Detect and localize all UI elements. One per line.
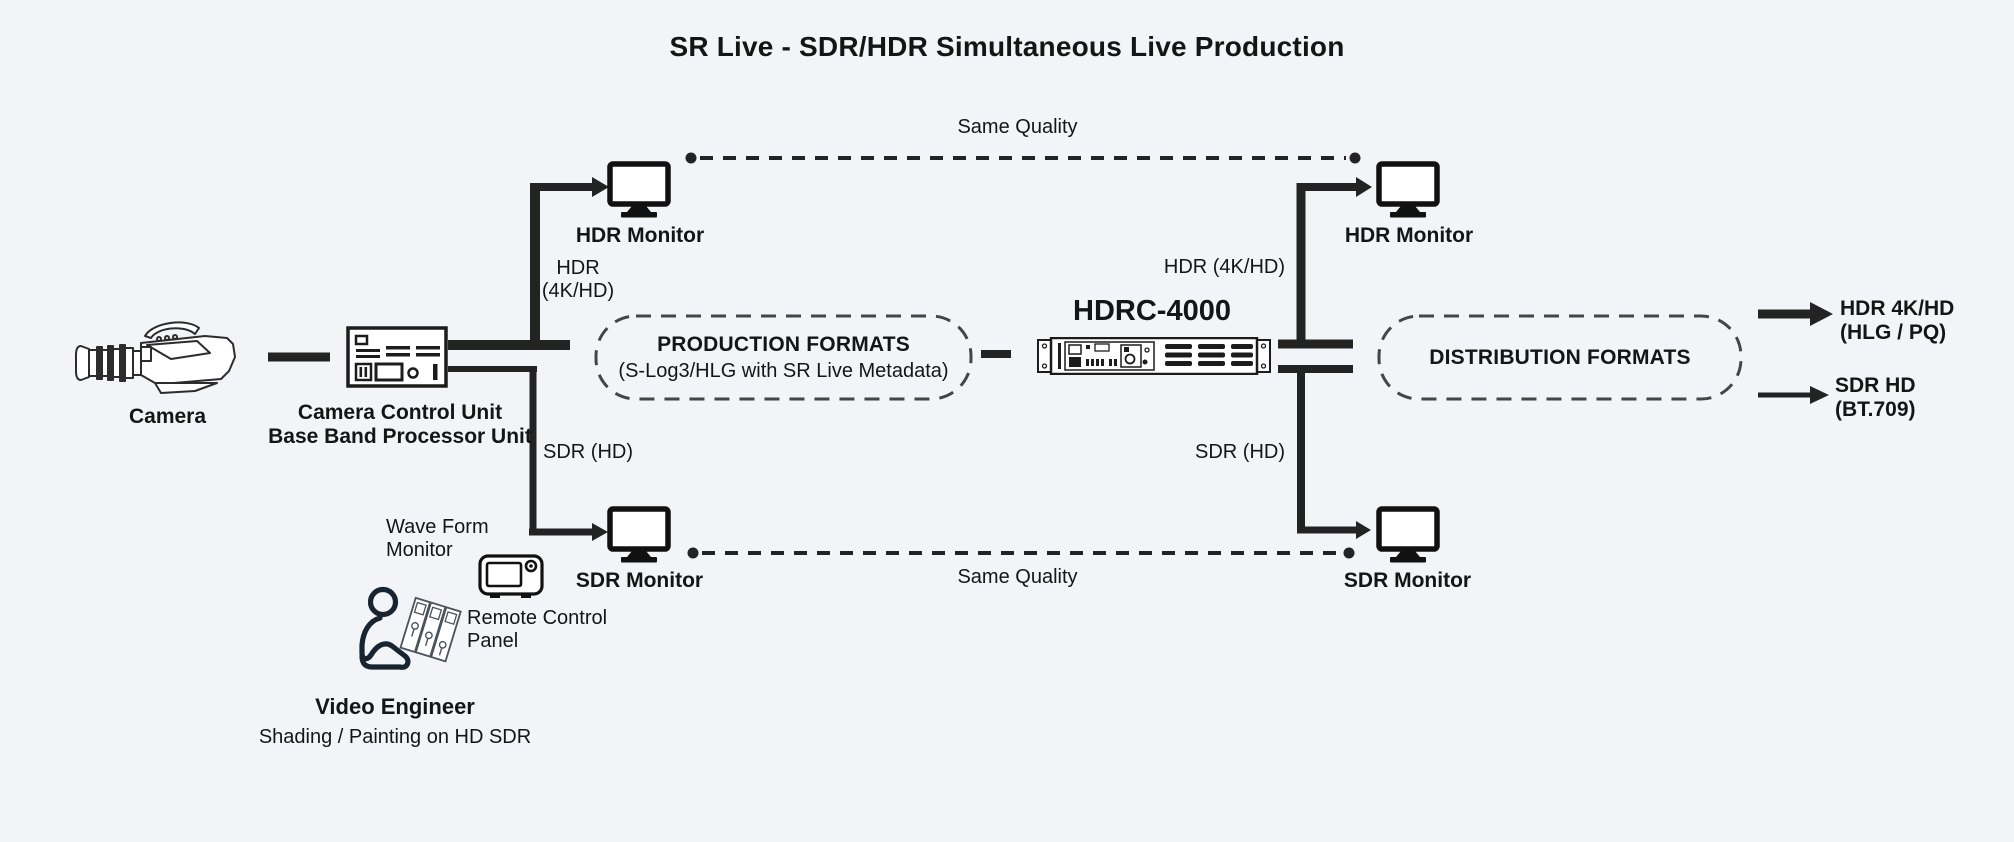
link-hdrc-bus bbox=[1278, 339, 1353, 373]
arrow-output-hdr bbox=[1758, 302, 1833, 326]
sdr-monitor-right-icon bbox=[1376, 506, 1440, 563]
link-bus-sdr-right bbox=[1297, 369, 1371, 539]
production-formats-subtitle: (S-Log3/HLG with SR Live Metadata) bbox=[618, 359, 949, 382]
remote-control-panel-label: Remote Control Panel bbox=[467, 607, 608, 652]
same-quality-bottom-label: Same Quality bbox=[957, 566, 1078, 588]
output-hdr-label: HDR 4K/HD (HLG / PQ) bbox=[1840, 297, 1955, 344]
sdr-monitor-right-label: SDR Monitor bbox=[1343, 569, 1472, 592]
link-same-quality-bottom bbox=[687, 547, 1355, 559]
link-ccu-hdr bbox=[448, 177, 609, 350]
sdr-feed-left-label: SDR (HD) bbox=[543, 441, 633, 463]
sdr-monitor-left-icon bbox=[607, 506, 671, 563]
hdr-monitor-right-icon bbox=[1376, 161, 1440, 218]
link-ccu-sdr bbox=[448, 366, 608, 541]
link-same-quality-top bbox=[685, 152, 1361, 164]
waveform-monitor-label: Wave Form Monitor bbox=[386, 516, 489, 561]
hdr-monitor-left-label: HDR Monitor bbox=[575, 224, 705, 247]
hdr-monitor-right-label: HDR Monitor bbox=[1344, 224, 1474, 247]
link-bus-hdr-right bbox=[1296, 177, 1372, 344]
camera-icon bbox=[74, 313, 256, 403]
sdr-monitor-left-label: SDR Monitor bbox=[575, 569, 704, 592]
distribution-formats-text: DISTRIBUTION FORMATS bbox=[1379, 316, 1741, 399]
distribution-formats-title: DISTRIBUTION FORMATS bbox=[1429, 345, 1691, 369]
hdrc-label: HDRC-4000 bbox=[1073, 295, 1231, 327]
camera-control-unit-label: Camera Control Unit Base Band Processor … bbox=[268, 401, 532, 448]
page-title: SR Live - SDR/HDR Simultaneous Live Prod… bbox=[669, 31, 1345, 62]
hdrc-4000-icon bbox=[1037, 337, 1271, 375]
same-quality-top-label: Same Quality bbox=[957, 116, 1078, 138]
video-engineer-label: Video Engineer bbox=[315, 694, 475, 719]
camera-label: Camera bbox=[128, 405, 207, 428]
video-engineer-icon bbox=[350, 585, 465, 680]
hdr-feed-right-label: HDR (4K/HD) bbox=[1163, 256, 1285, 278]
waveform-monitor-icon bbox=[478, 549, 544, 601]
hdr-monitor-left-icon bbox=[607, 161, 671, 218]
production-formats-title: PRODUCTION FORMATS bbox=[657, 332, 910, 356]
sdr-feed-right-label: SDR (HD) bbox=[1195, 441, 1285, 463]
arrow-output-sdr bbox=[1758, 386, 1829, 404]
hdr-feed-left-label: HDR (4K/HD) bbox=[541, 257, 615, 302]
production-formats-box bbox=[594, 314, 973, 401]
distribution-formats-box bbox=[1377, 314, 1743, 401]
production-formats-text: PRODUCTION FORMATS (S-Log3/HLG with SR L… bbox=[596, 316, 971, 399]
output-sdr-label: SDR HD (BT.709) bbox=[1835, 374, 1916, 421]
camera-control-unit-icon bbox=[346, 326, 448, 388]
video-engineer-sublabel: Shading / Painting on HD SDR bbox=[258, 726, 532, 748]
